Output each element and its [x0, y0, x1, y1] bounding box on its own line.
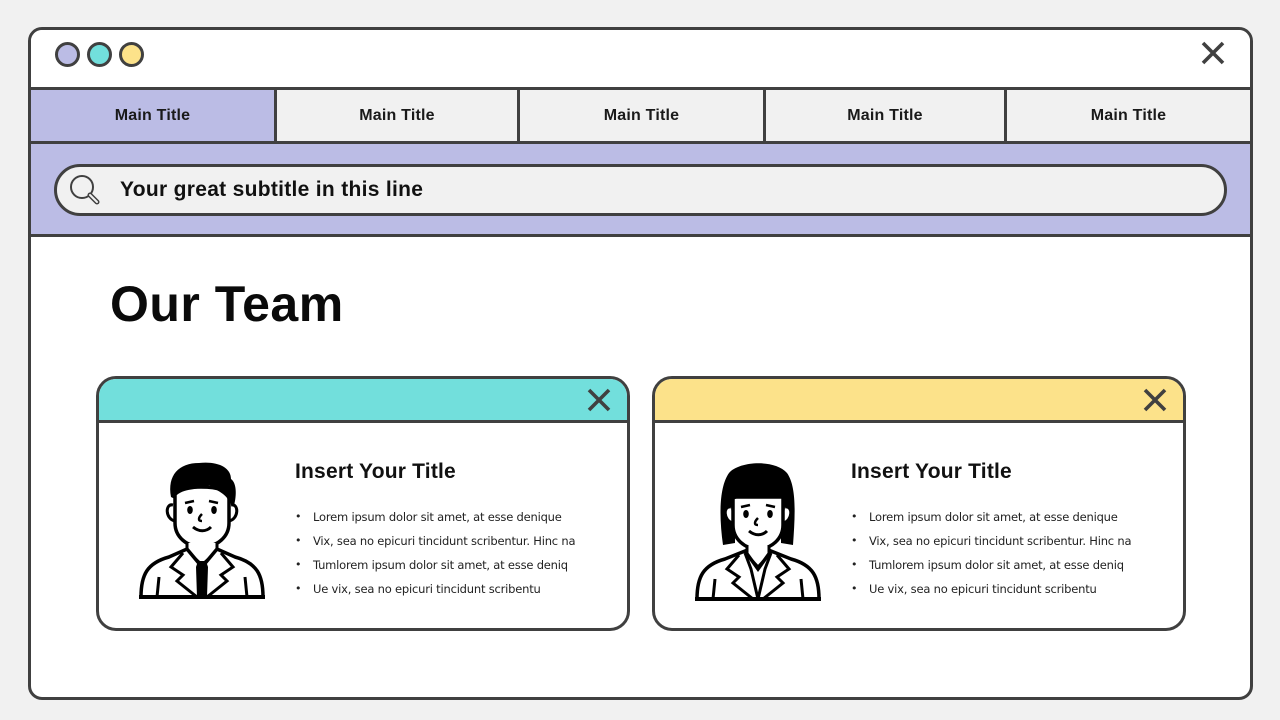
- bullet-item: Ue vix, sea no epicuri tincidunt scriben…: [851, 577, 1131, 601]
- window-dot-yellow[interactable]: [119, 42, 144, 67]
- team-card-1: Insert Your Title Lorem ipsum dolor sit …: [96, 376, 630, 631]
- team-card-2: Insert Your Title Lorem ipsum dolor sit …: [652, 376, 1186, 631]
- search-band: Your great subtitle in this line: [31, 144, 1250, 237]
- bullet-item: Tumlorem ipsum dolor sit amet, at esse d…: [851, 553, 1131, 577]
- bullet-list: Lorem ipsum dolor sit amet, at esse deni…: [851, 505, 1132, 601]
- title-bar: [31, 30, 1250, 87]
- card-title: Insert Your Title: [851, 460, 1012, 483]
- card-header: [99, 379, 627, 423]
- search-input[interactable]: Your great subtitle in this line: [54, 164, 1227, 216]
- bullet-item: Tumlorem ipsum dolor sit amet, at esse d…: [295, 553, 575, 577]
- close-icon[interactable]: [587, 388, 611, 412]
- tab-1[interactable]: Main Title: [31, 90, 277, 141]
- close-icon[interactable]: [1143, 388, 1167, 412]
- bullet-item: Vix, sea no epicuri tincidunt scribentur…: [295, 529, 576, 553]
- search-icon[interactable]: [68, 173, 102, 207]
- page-title: Our Team: [110, 276, 344, 332]
- card-title: Insert Your Title: [295, 460, 456, 483]
- bullet-item: Lorem ipsum dolor sit amet, at esse deni…: [295, 505, 575, 529]
- browser-window: Main Title Main Title Main Title Main Ti…: [28, 27, 1253, 700]
- bullet-item: Lorem ipsum dolor sit amet, at esse deni…: [851, 505, 1131, 529]
- male-avatar-icon: [139, 462, 265, 599]
- tab-2[interactable]: Main Title: [277, 90, 520, 141]
- tab-3[interactable]: Main Title: [520, 90, 766, 141]
- bullet-item: Vix, sea no epicuri tincidunt scribentur…: [851, 529, 1132, 553]
- tab-4[interactable]: Main Title: [766, 90, 1007, 141]
- bullet-item: Ue vix, sea no epicuri tincidunt scriben…: [295, 577, 575, 601]
- bullet-list: Lorem ipsum dolor sit amet, at esse deni…: [295, 505, 576, 601]
- tab-bar: Main Title Main Title Main Title Main Ti…: [31, 87, 1250, 144]
- female-avatar-icon: [695, 463, 821, 601]
- window-dot-lavender[interactable]: [55, 42, 80, 67]
- close-icon[interactable]: [1200, 40, 1226, 66]
- window-dot-cyan[interactable]: [87, 42, 112, 67]
- tab-5[interactable]: Main Title: [1007, 90, 1250, 141]
- card-header: [655, 379, 1183, 423]
- search-text: Your great subtitle in this line: [120, 178, 424, 201]
